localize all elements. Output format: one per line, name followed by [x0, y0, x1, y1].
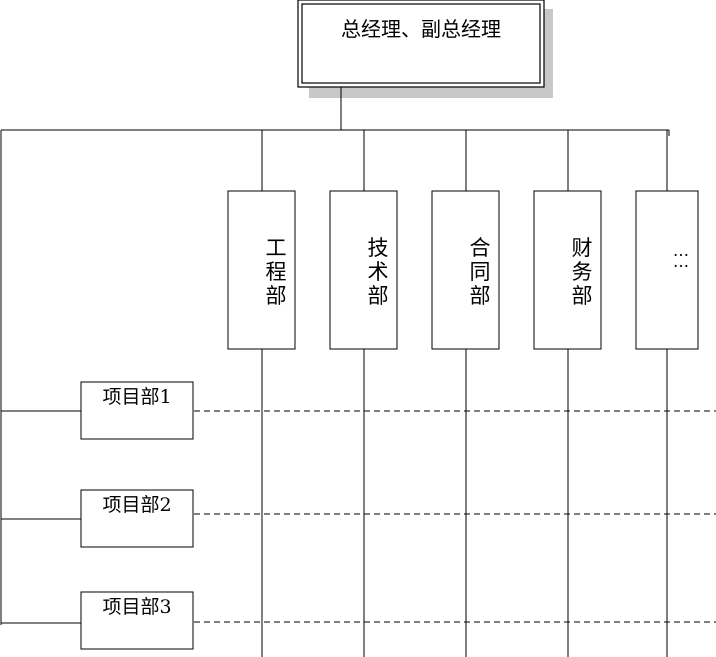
dept-label-char: 部 [368, 284, 389, 308]
project-label-2: 项目部2 [102, 494, 171, 516]
project-label-1: 项目部1 [102, 386, 171, 408]
dept-label-char: 部 [572, 284, 593, 308]
project-node-1: 项目部1 [80, 381, 194, 440]
dept-node-more: …… [635, 190, 699, 350]
project-box-2 [80, 489, 194, 548]
matrix-dashed-lines [194, 410, 716, 623]
top-executive-node: 总经理、副总经理 [297, 0, 553, 98]
dept-label-char: 工 [266, 236, 287, 260]
dept-label-char: … [673, 241, 689, 260]
dept-label-char: 同 [470, 260, 491, 284]
project-label-3: 项目部3 [102, 596, 171, 618]
dept-label-char: 财 [572, 236, 593, 260]
project-box-1 [80, 381, 194, 440]
dept-node-technical: 技术部 [329, 190, 398, 350]
dept-label-char: 术 [368, 260, 389, 284]
dept-label-more: …… [673, 241, 689, 271]
dept-box-engineering [227, 190, 296, 350]
dept-node-engineering: 工程部 [227, 190, 296, 350]
dept-label-contract: 合同部 [470, 236, 491, 308]
dept-label-char: 合 [470, 236, 491, 260]
dept-label-char: 务 [572, 260, 593, 284]
dept-label-technical: 技术部 [368, 236, 389, 308]
top-label: 总经理、副总经理 [341, 17, 501, 41]
dept-label-char: 程 [266, 260, 287, 284]
dept-label-char: 部 [266, 284, 287, 308]
project-node-3: 项目部3 [80, 591, 194, 650]
project-nodes: 项目部1 项目部2 项目部3 [80, 381, 194, 650]
dept-node-contract: 合同部 [431, 190, 500, 350]
department-nodes: 工程部 技术部 合同部 财务部 …… [227, 190, 699, 350]
dept-label-char: 部 [470, 284, 491, 308]
dept-box-more [635, 190, 699, 350]
dept-box-technical [329, 190, 398, 350]
dept-box-contract [431, 190, 500, 350]
project-box-3 [80, 591, 194, 650]
dept-box-finance [533, 190, 602, 350]
dept-node-finance: 财务部 [533, 190, 602, 350]
dept-label-char: … [673, 252, 689, 271]
top-box-inner [301, 3, 541, 84]
dept-label-engineering: 工程部 [266, 236, 287, 308]
top-box-outer [297, 0, 545, 88]
connector-lines [0, 87, 670, 657]
project-node-2: 项目部2 [80, 489, 194, 548]
dept-label-finance: 财务部 [572, 236, 593, 308]
dept-label-char: 技 [368, 236, 389, 260]
